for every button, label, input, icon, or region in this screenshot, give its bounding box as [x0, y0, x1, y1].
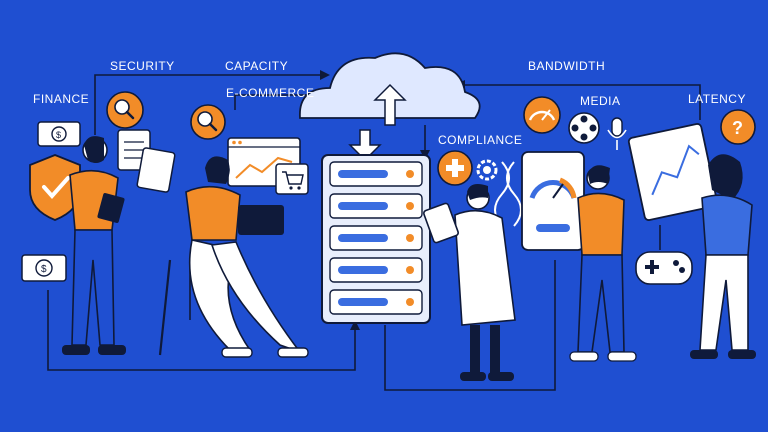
label-ecommerce: E-COMMERCE	[226, 86, 315, 100]
cloud-icon	[299, 52, 481, 162]
label-latency: LATENCY	[688, 92, 746, 106]
shopping-cart-icon	[275, 163, 309, 195]
server-unit	[329, 225, 423, 251]
label-finance: FINANCE	[33, 92, 90, 106]
question-icon: ?	[720, 109, 756, 145]
label-media: MEDIA	[580, 94, 621, 108]
person-compliance	[423, 184, 516, 381]
label-bandwidth: BANDWIDTH	[528, 59, 606, 73]
server-unit	[329, 161, 423, 187]
plus-icon	[437, 150, 473, 186]
checklist-icon	[136, 147, 176, 193]
arrow-head	[320, 70, 330, 80]
person-finance	[62, 136, 126, 355]
magnifier-icon	[106, 91, 144, 129]
server-unit	[329, 289, 423, 315]
svg-text:$: $	[56, 130, 61, 140]
money-bill-icon: $	[21, 254, 67, 282]
svg-text:$: $	[41, 264, 47, 275]
label-security: SECURITY	[110, 59, 175, 73]
gear-icon	[476, 159, 498, 181]
money-bill-icon: $	[37, 121, 81, 147]
person-latency	[690, 154, 756, 359]
gamepad-icon	[635, 251, 693, 285]
svg-text:?: ?	[732, 118, 743, 138]
film-reel-icon	[568, 112, 600, 144]
phone-gauge-screen	[521, 151, 585, 251]
person-ecommerce	[158, 156, 309, 358]
magnifier-icon	[190, 104, 226, 140]
speedometer-icon	[523, 96, 561, 134]
arrow-head	[350, 320, 360, 330]
microphone-icon	[607, 117, 627, 150]
server-unit	[329, 193, 423, 219]
label-capacity: CAPACITY	[225, 59, 289, 73]
server-unit	[329, 257, 423, 283]
server-rack	[321, 154, 431, 324]
person-media	[569, 165, 637, 362]
label-compliance: COMPLIANCE	[438, 133, 523, 147]
